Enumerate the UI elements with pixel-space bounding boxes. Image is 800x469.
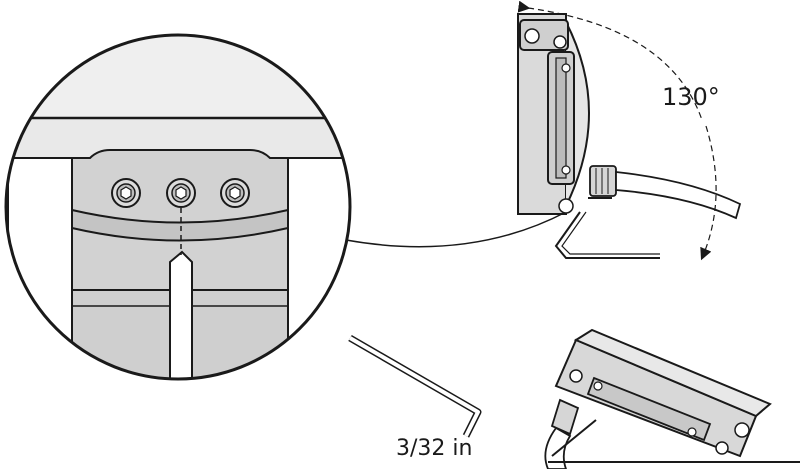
- screw-icon-right: [220, 178, 250, 208]
- screw-icon-left: [111, 178, 141, 208]
- hex-key-size-label: 3/32 in: [396, 436, 473, 461]
- fixture-upright: [517, 13, 742, 259]
- screw-icon-center: [166, 178, 196, 208]
- hex-key-icon: [348, 334, 482, 438]
- rotation-arc-lower: [700, 125, 717, 261]
- leader-line: [345, 211, 567, 248]
- tilt-angle-label: 130°: [662, 83, 720, 111]
- zoom-detail-circle: [4, 33, 352, 381]
- rotation-arc: [517, 0, 703, 121]
- fixture-tilted: [544, 328, 800, 469]
